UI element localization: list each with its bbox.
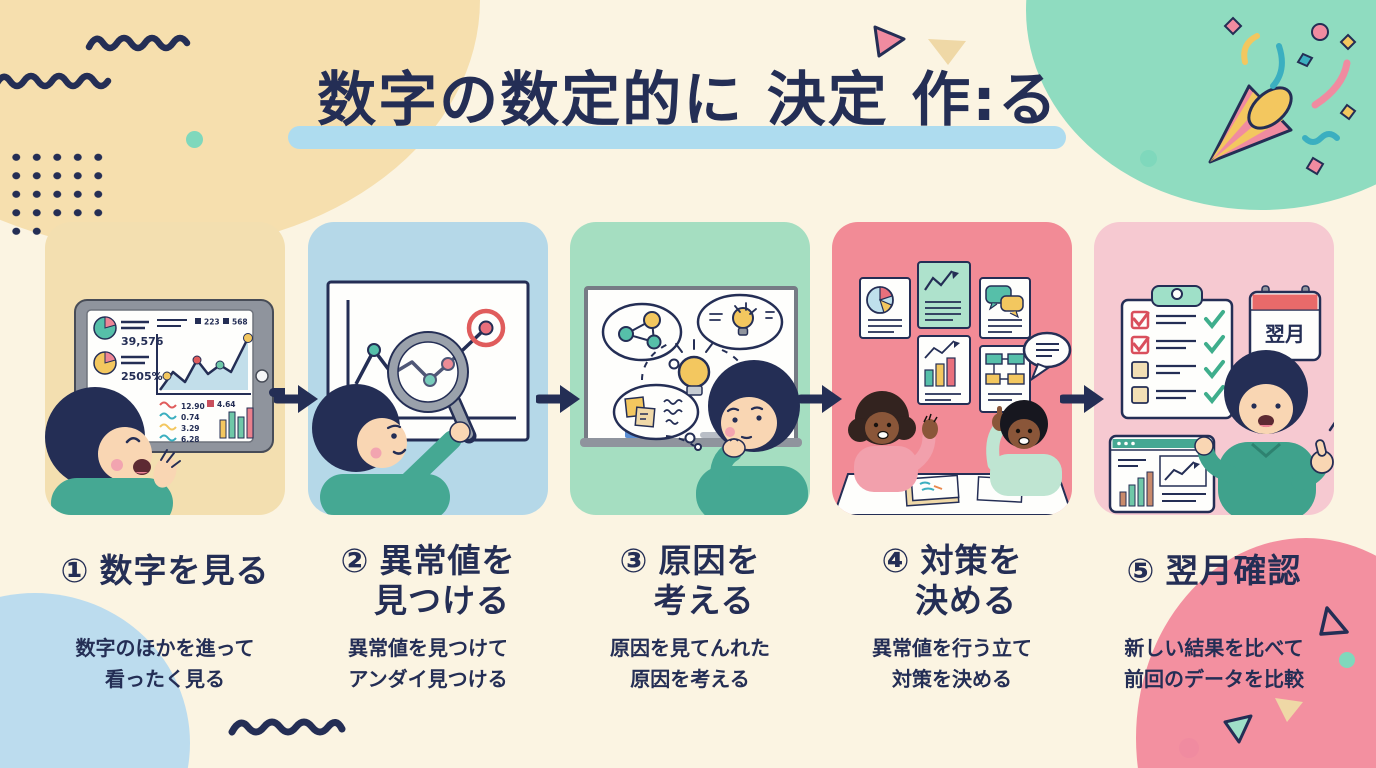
step-subtitle-2-line1: 異常値を見つけて bbox=[348, 636, 508, 660]
flow-arrow-1 bbox=[274, 385, 318, 413]
person-looking bbox=[45, 387, 181, 515]
page-title-wrap: 数字の数定的に 決定 作:る bbox=[0, 52, 1376, 137]
svg-text:2505%: 2505% bbox=[121, 370, 163, 383]
step-card-4 bbox=[832, 222, 1072, 515]
flow-arrow-4 bbox=[1060, 385, 1104, 413]
step-title-3-line2: 考える bbox=[653, 580, 755, 620]
step-card-2 bbox=[308, 222, 548, 515]
step-subtitle-5: 新しい結果を比べて 前回のデータを比較 bbox=[1084, 633, 1344, 695]
person-thinking bbox=[696, 360, 808, 515]
report-window-icon bbox=[1108, 434, 1216, 514]
step-title-3: 原因を bbox=[658, 541, 761, 580]
doc-flowchart bbox=[979, 345, 1031, 413]
step-title-2: 異常値を bbox=[379, 541, 516, 580]
anomaly-line-chart bbox=[354, 308, 506, 387]
thought-cloud-bulb bbox=[696, 293, 784, 351]
thought-cloud-network bbox=[601, 302, 686, 377]
clipboard-checklist-icon bbox=[1120, 285, 1234, 420]
step-card-3 bbox=[570, 222, 810, 515]
illustration-think-cause bbox=[580, 286, 808, 515]
step-subtitle-5-line2: 前回のデータを比較 bbox=[1124, 667, 1304, 691]
doc-linechart bbox=[917, 261, 971, 329]
svg-text:0.74: 0.74 bbox=[181, 413, 200, 422]
svg-text:3.29: 3.29 bbox=[181, 424, 200, 433]
step-title-2-line2: 見つける bbox=[374, 580, 510, 620]
squiggle-top-2-icon bbox=[0, 72, 112, 90]
title-underline bbox=[288, 126, 1066, 149]
illustration-find-anomaly bbox=[312, 280, 530, 515]
step-title-4-line2: 決める bbox=[915, 580, 1017, 620]
step-title-4: 対策を bbox=[920, 541, 1023, 580]
svg-text:4.64: 4.64 bbox=[217, 400, 236, 409]
mint-dot-top-left bbox=[186, 131, 203, 148]
step-subtitle-5-line1: 新しい結果を比べて bbox=[1124, 636, 1304, 660]
step-subtitle-3-line2: 原因を考える bbox=[630, 667, 750, 691]
svg-text:翌月: 翌月 bbox=[1265, 322, 1305, 346]
speech-bubble-icon bbox=[1022, 331, 1072, 382]
step-subtitle-3-line1: 原因を見てんれた bbox=[610, 636, 770, 660]
step-subtitle-4-line2: 対策を決める bbox=[892, 667, 1012, 691]
flow-arrow-2 bbox=[536, 385, 580, 413]
thought-cloud-notes bbox=[612, 383, 702, 451]
party-popper-icon bbox=[1208, 16, 1357, 176]
svg-text:39,576: 39,576 bbox=[121, 335, 164, 348]
step-subtitle-2: 異常値を見つけて アンダイ見つける bbox=[298, 633, 558, 695]
pink-triangle-icon bbox=[873, 25, 906, 58]
flow-arrow-3 bbox=[798, 385, 842, 413]
step-subtitle-1: 数字のほかを進って 看ったく見る bbox=[35, 633, 295, 695]
doc-pie bbox=[859, 277, 911, 339]
illustration-next-month-check: 翌月 bbox=[1108, 285, 1334, 515]
step-subtitle-1-line1: 数字のほかを進って bbox=[75, 636, 255, 660]
squiggle-top-1-icon bbox=[85, 34, 191, 52]
page-title: 数字の数定的に 決定 作:る bbox=[317, 65, 1059, 134]
svg-text:6.28: 6.28 bbox=[181, 435, 200, 444]
mint-dot-top-right bbox=[1140, 150, 1157, 167]
doc-chat bbox=[979, 277, 1031, 339]
step-subtitle-1-line2: 看ったく見る bbox=[105, 667, 225, 691]
step-number-4: ④ bbox=[881, 541, 911, 580]
svg-text:12.90: 12.90 bbox=[181, 402, 205, 411]
illustration-decide-action bbox=[832, 261, 1072, 515]
person-left bbox=[848, 391, 938, 492]
step-subtitle-2-line2: アンダイ見つける bbox=[348, 667, 508, 691]
step-subtitle-3: 原因を見てんれた 原因を考える bbox=[560, 633, 820, 695]
step-number-1: ① bbox=[60, 551, 90, 590]
squiggle-bottom-icon bbox=[228, 718, 346, 736]
person-right bbox=[986, 400, 1062, 496]
svg-text:568: 568 bbox=[232, 318, 248, 327]
beige-triangle-icon bbox=[928, 39, 966, 65]
step-title-1: 数字を見る bbox=[99, 551, 270, 590]
step-subtitle-4: 異常値を行う立て 対策を決める bbox=[822, 633, 1082, 695]
person-thumbs-up bbox=[1194, 350, 1334, 515]
lightbulb-icon bbox=[640, 339, 749, 447]
step-number-5: ⑤ bbox=[1126, 551, 1156, 590]
step-card-1: 39,576 2505% 223 568 12. bbox=[45, 222, 285, 515]
step-card-5: 翌月 bbox=[1094, 222, 1334, 515]
step-number-3: ③ bbox=[619, 541, 649, 580]
illustration-view-numbers: 39,576 2505% 223 568 12. bbox=[45, 299, 285, 515]
svg-text:223: 223 bbox=[204, 318, 220, 327]
step-title-5: 翌月確認 bbox=[1165, 551, 1302, 590]
step-subtitle-4-line1: 異常値を行う立て bbox=[872, 636, 1032, 660]
person-magnifier bbox=[312, 384, 471, 515]
step-number-2: ② bbox=[340, 541, 370, 580]
doc-barchart bbox=[917, 335, 971, 405]
calendar-icon: 翌月 bbox=[1248, 285, 1322, 362]
bottom-right-confetti-icons bbox=[1179, 606, 1355, 758]
